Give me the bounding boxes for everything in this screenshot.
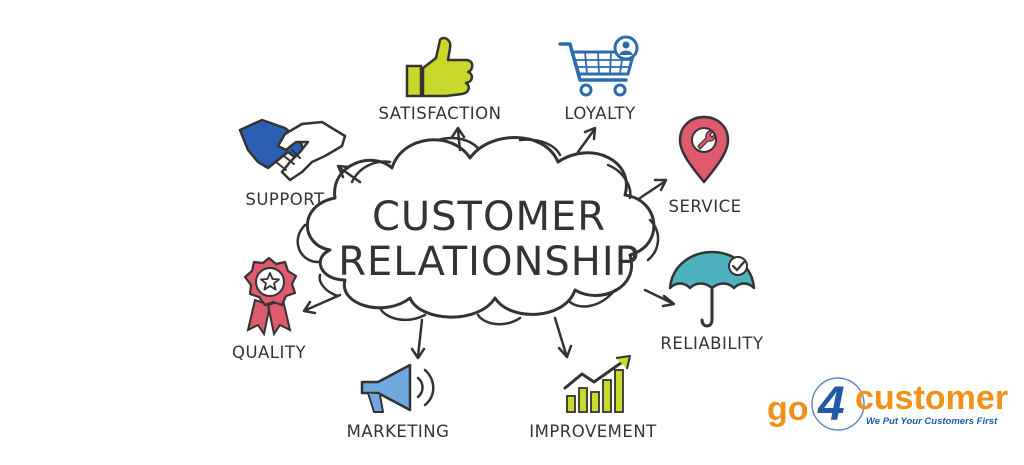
arrow-service [638, 178, 668, 200]
node-loyalty: LOYALTY [558, 35, 639, 123]
shopping-cart-icon [558, 35, 639, 97]
label-service: SERVICE [668, 197, 741, 216]
node-quality: QUALITY [232, 256, 306, 362]
umbrella-check-icon [668, 250, 756, 328]
logo-tagline: We Put Your Customers First [866, 416, 998, 427]
logo-text-go: go [767, 390, 809, 428]
arrow-reliability [643, 288, 676, 308]
center-cloud: CUSTOMER RELATIONSHIP [296, 136, 660, 326]
handshake-icon [238, 118, 347, 182]
arrow-satisfaction [450, 126, 466, 152]
arrow-quality [302, 293, 342, 315]
label-loyalty: LOYALTY [564, 104, 636, 123]
connector-arrows [302, 126, 676, 360]
center-title-line1: CUSTOMER [372, 194, 606, 240]
label-quality: QUALITY [232, 343, 306, 362]
arrow-loyalty [576, 126, 597, 154]
thumbs-up-icon [405, 36, 474, 98]
node-service: SERVICE [668, 115, 741, 216]
label-reliability: RELIABILITY [660, 334, 764, 353]
arrow-support [336, 164, 362, 184]
node-improvement: IMPROVEMENT [529, 355, 657, 441]
megaphone-icon [360, 363, 435, 413]
node-support: SUPPORT [238, 118, 347, 209]
label-support: SUPPORT [245, 190, 325, 209]
node-marketing: MARKETING [347, 363, 450, 441]
logo-text-four: 4 [817, 378, 845, 431]
label-improvement: IMPROVEMENT [529, 422, 657, 441]
label-satisfaction: SATISFACTION [379, 104, 502, 123]
node-reliability: RELIABILITY [660, 250, 764, 353]
location-pin-wrench-icon [678, 115, 730, 184]
logo-text-customer: customer [855, 379, 1008, 417]
brand-logo: go 4 customer We Put Your Customers Firs… [767, 377, 1008, 431]
arrow-improvement [553, 316, 573, 359]
node-satisfaction: SATISFACTION [379, 36, 502, 123]
award-ribbon-icon [243, 256, 298, 337]
growth-bar-chart-icon [563, 355, 631, 413]
label-marketing: MARKETING [347, 422, 450, 441]
center-title-line2: RELATIONSHIP [338, 239, 640, 285]
arrow-marketing [410, 318, 426, 360]
